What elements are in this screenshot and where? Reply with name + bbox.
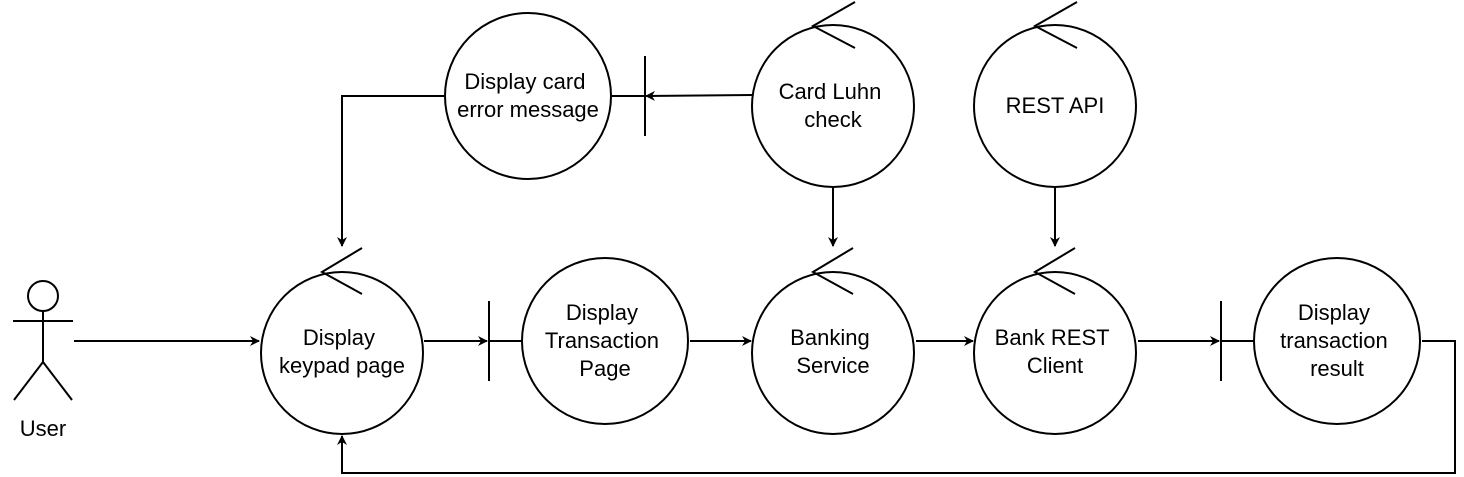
node-label-rest-client: Bank REST Client <box>995 325 1116 378</box>
control-arrowhead <box>1032 247 1076 295</box>
node-label-banking-service: Banking Service <box>790 325 876 378</box>
edge-card-error-to-keypad <box>337 95 444 247</box>
actor-head <box>27 280 59 312</box>
boundary-display-transaction-page: Display Transaction Page <box>488 257 689 425</box>
node-label-rest-api: REST API <box>1006 93 1105 118</box>
boundary-display-card-error-message: Display card error message <box>444 12 646 180</box>
actor-label: User <box>20 416 66 441</box>
control-arrowhead <box>1032 1 1078 49</box>
control-arrowhead <box>810 247 854 295</box>
control-display-keypad-page: Display keypad page <box>260 247 424 435</box>
boundary-circle <box>521 257 689 425</box>
control-circle <box>260 271 424 435</box>
control-arrowhead <box>810 1 856 49</box>
control-rest-api: REST API <box>973 1 1137 188</box>
control-bank-rest-client: Bank REST Client <box>973 247 1137 435</box>
boundary-display-transaction-result: Display transaction result <box>1220 257 1421 425</box>
control-circle <box>973 271 1137 435</box>
control-banking-service: Banking Service <box>751 247 915 435</box>
actor-left-leg <box>13 361 44 401</box>
node-label-card-error: Display card error message <box>457 69 599 122</box>
user-actor: User <box>13 280 73 441</box>
control-circle <box>751 24 915 188</box>
node-label-keypad: Display keypad page <box>279 325 405 378</box>
edge-result-to-keypad <box>337 340 1456 474</box>
edges <box>74 90 1456 474</box>
node-label-transaction-page: Display Transaction Page <box>545 300 665 381</box>
edge-luhn-to-card-error <box>645 90 753 101</box>
boundary-circle <box>444 12 612 180</box>
node-label-transaction-result: Display transaction result <box>1280 300 1394 381</box>
control-circle <box>751 271 915 435</box>
boundary-circle <box>1253 257 1421 425</box>
node-label-luhn: Card Luhn check <box>779 79 888 132</box>
control-card-luhn-check: Card Luhn check <box>751 1 915 188</box>
actor-right-leg <box>42 361 73 401</box>
control-circle <box>973 24 1137 188</box>
control-arrowhead <box>319 247 363 295</box>
